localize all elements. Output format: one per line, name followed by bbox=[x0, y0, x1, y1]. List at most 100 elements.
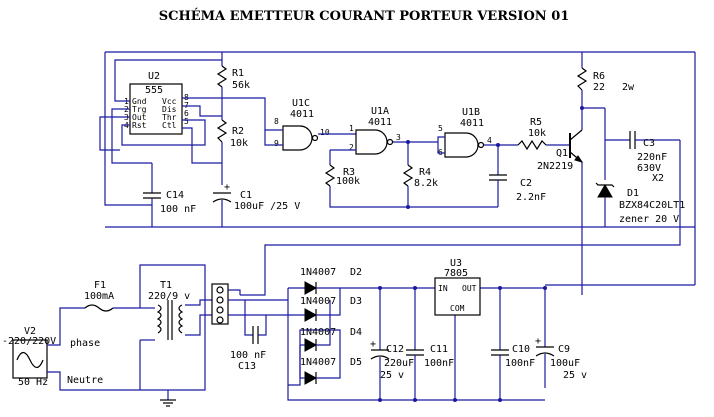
svg-text:2.2nF: 2.2nF bbox=[516, 192, 546, 203]
svg-text:10k: 10k bbox=[230, 138, 248, 149]
r6-resistor: R6 22 2w bbox=[576, 52, 635, 140]
svg-text:100 nF: 100 nF bbox=[230, 350, 266, 361]
svg-text:V2: V2 bbox=[24, 326, 36, 337]
r4-resistor: R4 8.2k bbox=[402, 142, 438, 209]
svg-text:630V: 630V bbox=[637, 163, 661, 174]
svg-text:C9: C9 bbox=[558, 344, 570, 355]
svg-text:R5: R5 bbox=[530, 117, 542, 128]
schematic-title: SCHÉMA EMETTEUR COURANT PORTEUR VERSION … bbox=[159, 8, 570, 24]
svg-text:F1: F1 bbox=[94, 280, 106, 291]
svg-text:C14: C14 bbox=[166, 190, 184, 201]
svg-text:8.2k: 8.2k bbox=[414, 178, 438, 189]
svg-text:U2: U2 bbox=[148, 71, 160, 82]
svg-text:10: 10 bbox=[320, 128, 330, 137]
svg-text:25 v: 25 v bbox=[380, 370, 404, 381]
svg-text:555: 555 bbox=[145, 85, 163, 96]
svg-text:1: 1 bbox=[349, 124, 354, 133]
svg-text:22: 22 bbox=[593, 82, 605, 93]
svg-text:56k: 56k bbox=[232, 80, 250, 91]
svg-text:COM: COM bbox=[450, 304, 465, 313]
svg-text:R6: R6 bbox=[593, 71, 605, 82]
c10-capacitor: C10 100nF bbox=[491, 288, 535, 400]
svg-text:C3: C3 bbox=[643, 138, 655, 149]
svg-text:phase: phase bbox=[70, 338, 100, 349]
svg-text:4011: 4011 bbox=[460, 118, 484, 129]
svg-text:OUT: OUT bbox=[462, 284, 477, 293]
c14-capacitor: C14 100 nF bbox=[143, 163, 196, 227]
c2-capacitor: C2 2.2nF bbox=[489, 145, 546, 207]
svg-text:+: + bbox=[370, 339, 376, 350]
svg-text:R4: R4 bbox=[419, 167, 431, 178]
svg-text:+: + bbox=[224, 182, 230, 193]
svg-text:IN: IN bbox=[438, 284, 448, 293]
svg-text:4: 4 bbox=[487, 136, 492, 145]
connector-block bbox=[211, 283, 288, 325]
t1-transformer: T1 220/9 v bbox=[139, 264, 212, 407]
svg-text:C12: C12 bbox=[386, 344, 404, 355]
r1-resistor: R1 56k bbox=[216, 52, 250, 120]
v2-mains-source: V2 -220/220V 50 Hz phase Neutre bbox=[2, 307, 140, 391]
svg-text:220/9 v: 220/9 v bbox=[148, 291, 190, 302]
svg-text:220uF: 220uF bbox=[384, 358, 414, 369]
svg-text:-220/220V: -220/220V bbox=[2, 336, 56, 347]
svg-text:220nF: 220nF bbox=[637, 152, 667, 163]
svg-text:D3: D3 bbox=[350, 296, 362, 307]
svg-text:5: 5 bbox=[438, 124, 443, 133]
svg-text:U1C: U1C bbox=[292, 98, 310, 109]
svg-text:7805: 7805 bbox=[444, 268, 468, 279]
dc-rails bbox=[287, 286, 547, 402]
svg-text:Q1: Q1 bbox=[556, 148, 568, 159]
u2-timer-555: U2 555 Gnd Trg Out Rst Vcc Dis Thr Ctl 1… bbox=[99, 59, 222, 164]
svg-text:1N4007: 1N4007 bbox=[300, 327, 336, 338]
svg-text:U3: U3 bbox=[450, 258, 462, 269]
svg-text:Dis: Dis bbox=[162, 105, 177, 114]
svg-text:50 Hz: 50 Hz bbox=[18, 377, 48, 388]
svg-text:4011: 4011 bbox=[290, 109, 314, 120]
svg-text:D2: D2 bbox=[350, 267, 362, 278]
svg-text:10k: 10k bbox=[528, 128, 546, 139]
svg-text:BZX84C20LT1: BZX84C20LT1 bbox=[619, 200, 685, 211]
svg-text:R1: R1 bbox=[232, 68, 244, 79]
svg-text:R2: R2 bbox=[232, 126, 244, 137]
svg-text:5: 5 bbox=[184, 117, 189, 126]
r3-resistor: R3 100k bbox=[324, 150, 498, 208]
svg-text:3: 3 bbox=[396, 133, 401, 142]
svg-text:R3: R3 bbox=[343, 167, 355, 178]
svg-text:25 v: 25 v bbox=[563, 370, 587, 381]
c1-capacitor: + C1 100uF /25 V bbox=[212, 182, 300, 227]
svg-text:U1B: U1B bbox=[462, 107, 480, 118]
svg-text:1N4007: 1N4007 bbox=[300, 267, 336, 278]
svg-text:Thr: Thr bbox=[162, 113, 177, 122]
u1a-nand-gate: U1A 4011 1 2 3 bbox=[330, 106, 438, 155]
svg-text:100nF: 100nF bbox=[424, 358, 454, 369]
svg-text:Out: Out bbox=[132, 113, 147, 122]
q1-transistor: Q1 2N2219 bbox=[537, 108, 584, 295]
svg-text:C13: C13 bbox=[238, 361, 256, 372]
r5-resistor: R5 10k bbox=[517, 117, 570, 151]
svg-text:Vcc: Vcc bbox=[162, 97, 177, 106]
svg-text:D5: D5 bbox=[350, 357, 362, 368]
svg-text:6: 6 bbox=[184, 109, 189, 118]
power-rails bbox=[104, 51, 696, 296]
svg-text:2N2219: 2N2219 bbox=[537, 161, 573, 172]
c9-capacitor: + C9 100uF 25 v bbox=[535, 288, 587, 388]
svg-text:Trg: Trg bbox=[132, 105, 147, 114]
svg-text:9: 9 bbox=[274, 139, 279, 148]
svg-text:100mA: 100mA bbox=[84, 291, 114, 302]
diode-bridge: 1N4007 D2 1N4007 D3 1N4007 D4 1N4007 D5 bbox=[287, 267, 362, 386]
svg-text:100k: 100k bbox=[336, 176, 360, 187]
svg-text:C2: C2 bbox=[520, 178, 532, 189]
svg-text:T1: T1 bbox=[160, 280, 172, 291]
svg-text:X2: X2 bbox=[652, 173, 664, 184]
svg-text:4011: 4011 bbox=[368, 117, 392, 128]
svg-text:U1A: U1A bbox=[371, 106, 389, 117]
svg-text:Ctl: Ctl bbox=[162, 121, 177, 130]
svg-text:1N4007: 1N4007 bbox=[300, 357, 336, 368]
svg-text:Gnd: Gnd bbox=[132, 97, 147, 106]
svg-text:100uF: 100uF bbox=[550, 358, 580, 369]
f1-fuse: F1 100mA bbox=[84, 280, 140, 312]
u1c-nand-gate: U1C 4011 8 9 10 bbox=[222, 97, 356, 151]
svg-text:C1: C1 bbox=[240, 190, 252, 201]
c11-capacitor: C11 100nF bbox=[406, 288, 454, 400]
